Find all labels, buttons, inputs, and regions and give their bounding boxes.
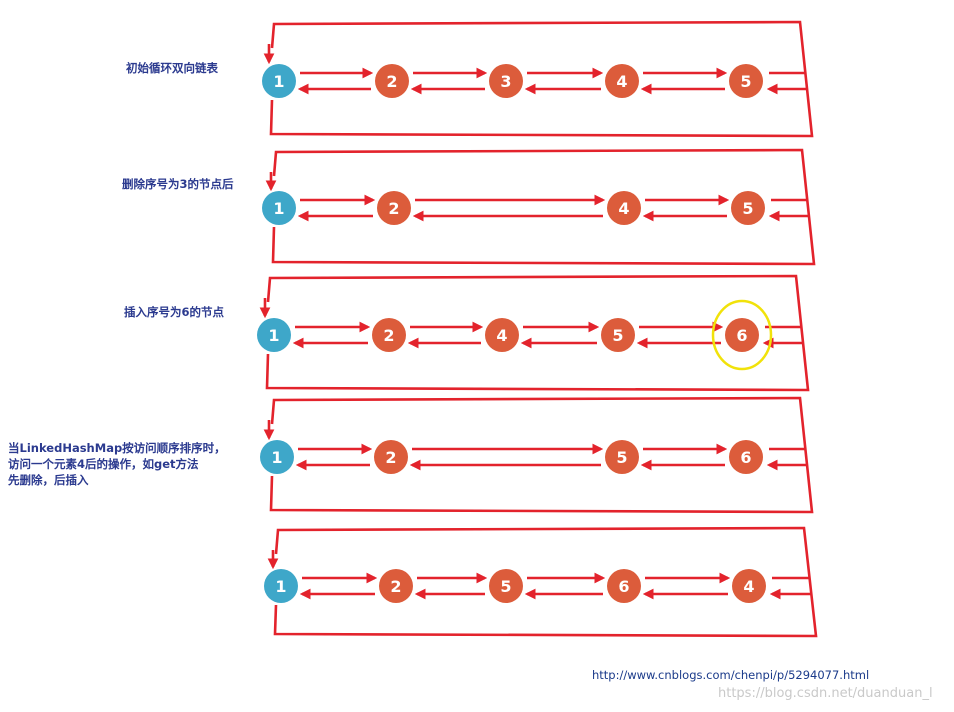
circular-link-frame bbox=[269, 396, 814, 514]
list-node: 5 bbox=[489, 569, 523, 603]
list-node: 5 bbox=[605, 440, 639, 474]
caption-line: 删除序号为3的节点后 bbox=[122, 177, 234, 191]
list-node: 5 bbox=[731, 191, 765, 225]
caption-line: 先删除，后插入 bbox=[8, 473, 89, 487]
row-2-caption: 删除序号为3的节点后 bbox=[122, 176, 234, 192]
list-row: 1 2 3 4 5 bbox=[262, 20, 814, 138]
head-node-circle bbox=[257, 318, 291, 352]
node-circle bbox=[729, 440, 763, 474]
node-label: 6 bbox=[736, 326, 747, 345]
node-label: 5 bbox=[616, 448, 627, 467]
head-node-circle bbox=[264, 569, 298, 603]
node-circle bbox=[377, 191, 411, 225]
node-circle bbox=[731, 191, 765, 225]
list-node: 1 bbox=[262, 191, 296, 225]
row-4-caption: 当LinkedHashMap按访问顺序排序时， 访问一个元素4后的操作，如get… bbox=[8, 440, 226, 488]
node-circle bbox=[732, 569, 766, 603]
list-node: 2 bbox=[379, 569, 413, 603]
watermark: https://blog.csdn.net/duanduan_l bbox=[718, 686, 933, 701]
node-circle bbox=[607, 191, 641, 225]
list-node: 1 bbox=[260, 440, 294, 474]
node-label: 2 bbox=[388, 199, 399, 218]
circular-link-frame bbox=[271, 148, 816, 266]
node-circle bbox=[489, 569, 523, 603]
circular-link-frame bbox=[273, 526, 818, 638]
node-circle bbox=[375, 64, 409, 98]
list-node: 3 bbox=[489, 64, 523, 98]
caption-line: 当LinkedHashMap按访问顺序排序时， bbox=[8, 441, 226, 455]
head-node-circle bbox=[262, 64, 296, 98]
node-label: 1 bbox=[271, 448, 282, 467]
row-1-caption: 初始循环双向链表 bbox=[126, 60, 218, 76]
list-row: 1 2 5 6 4 bbox=[264, 526, 818, 638]
node-label: 4 bbox=[496, 326, 507, 345]
list-node: 6 bbox=[711, 299, 773, 371]
list-node: 4 bbox=[732, 569, 766, 603]
list-node: 5 bbox=[729, 64, 763, 98]
head-node-circle bbox=[260, 440, 294, 474]
node-circle bbox=[607, 569, 641, 603]
node-label: 1 bbox=[268, 326, 279, 345]
node-circle bbox=[489, 64, 523, 98]
list-node: 6 bbox=[729, 440, 763, 474]
list-node: 4 bbox=[485, 318, 519, 352]
list-node: 5 bbox=[601, 318, 635, 352]
node-label: 5 bbox=[742, 199, 753, 218]
node-circle bbox=[725, 318, 759, 352]
node-label: 3 bbox=[500, 72, 511, 91]
highlight-ring bbox=[711, 299, 773, 371]
list-node: 1 bbox=[262, 64, 296, 98]
list-node: 2 bbox=[375, 64, 409, 98]
node-label: 2 bbox=[390, 577, 401, 596]
node-circle bbox=[605, 440, 639, 474]
row-3-caption: 插入序号为6的节点 bbox=[124, 304, 224, 320]
list-row: 1 2 5 6 bbox=[260, 396, 814, 514]
caption-line: 访问一个元素4后的操作，如get方法 bbox=[8, 457, 199, 471]
list-node: 2 bbox=[377, 191, 411, 225]
node-label: 4 bbox=[618, 199, 629, 218]
list-node: 2 bbox=[374, 440, 408, 474]
node-label: 6 bbox=[740, 448, 751, 467]
node-label: 4 bbox=[616, 72, 627, 91]
node-label: 1 bbox=[273, 199, 284, 218]
node-circle bbox=[601, 318, 635, 352]
caption-line: 插入序号为6的节点 bbox=[124, 305, 225, 319]
list-node: 1 bbox=[264, 569, 298, 603]
node-circle bbox=[729, 64, 763, 98]
circular-link-frame bbox=[269, 20, 814, 138]
node-label: 5 bbox=[612, 326, 623, 345]
list-node: 2 bbox=[372, 318, 406, 352]
node-label: 1 bbox=[273, 72, 284, 91]
node-label: 4 bbox=[743, 577, 754, 596]
node-circle bbox=[374, 440, 408, 474]
node-label: 6 bbox=[618, 577, 629, 596]
node-label: 2 bbox=[383, 326, 394, 345]
list-row: 1 2 4 5 bbox=[262, 148, 816, 266]
caption-line: 初始循环双向链表 bbox=[126, 61, 218, 75]
node-circle bbox=[485, 318, 519, 352]
list-row: 1 2 4 5 6 bbox=[257, 274, 810, 392]
node-label: 2 bbox=[385, 448, 396, 467]
list-node: 4 bbox=[605, 64, 639, 98]
list-node: 1 bbox=[257, 318, 291, 352]
node-circle bbox=[379, 569, 413, 603]
head-node-circle bbox=[262, 191, 296, 225]
node-circle bbox=[372, 318, 406, 352]
list-node: 6 bbox=[607, 569, 641, 603]
list-node: 4 bbox=[607, 191, 641, 225]
node-label: 5 bbox=[500, 577, 511, 596]
circular-link-frame bbox=[265, 274, 810, 392]
node-label: 5 bbox=[740, 72, 751, 91]
node-circle bbox=[605, 64, 639, 98]
source-url: http://www.cnblogs.com/chenpi/p/5294077.… bbox=[592, 668, 870, 682]
node-label: 2 bbox=[386, 72, 397, 91]
node-label: 1 bbox=[275, 577, 286, 596]
